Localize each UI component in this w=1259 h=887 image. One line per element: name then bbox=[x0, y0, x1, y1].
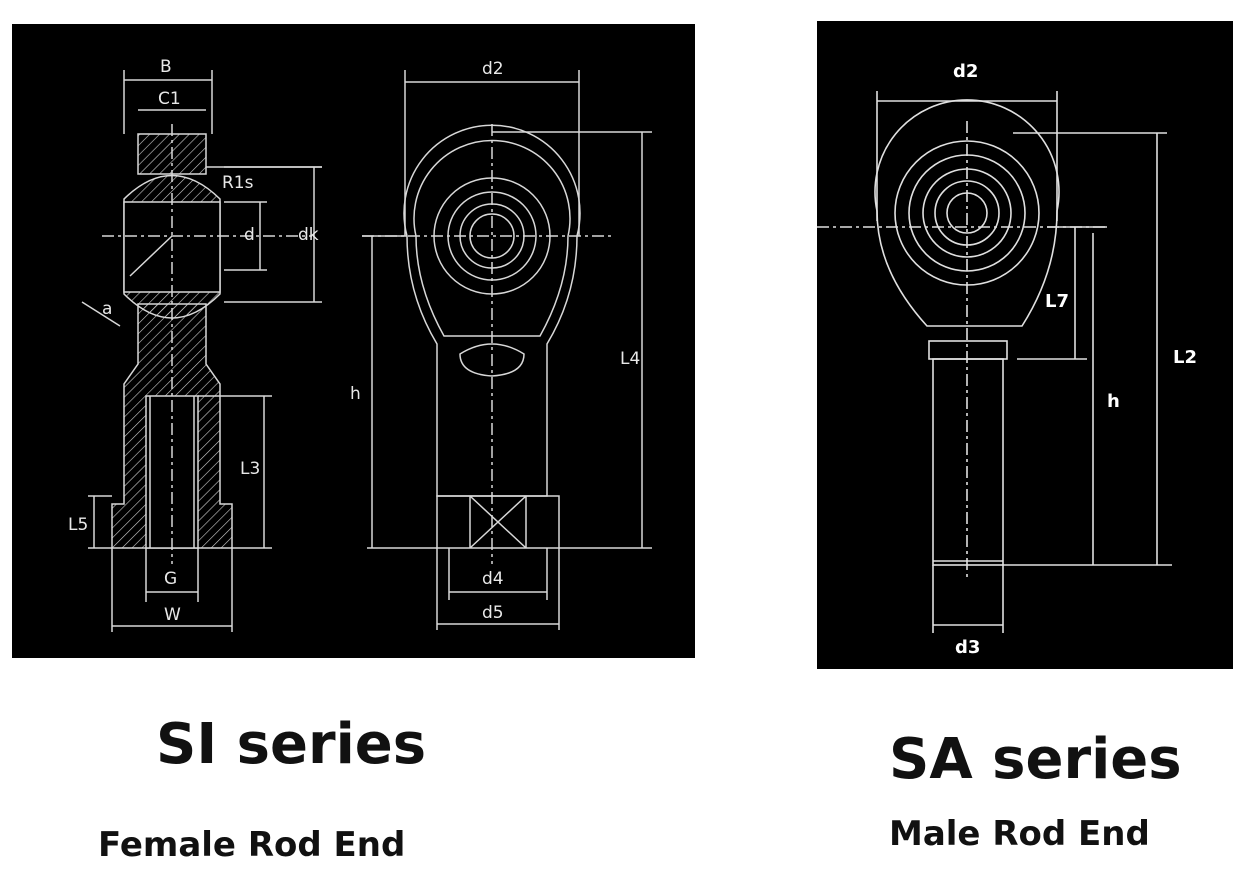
si-side-view bbox=[81, 70, 322, 632]
si-front-view bbox=[362, 70, 652, 630]
label-d2: d2 bbox=[482, 59, 504, 79]
si-drawing-panel: B C1 R1s d dk a L3 L5 G W bbox=[12, 24, 695, 658]
label-g: G bbox=[164, 569, 177, 589]
si-technical-drawing: B C1 R1s d dk a L3 L5 G W bbox=[68, 57, 652, 632]
sa-front-view bbox=[817, 91, 1172, 633]
label-dk: dk bbox=[298, 225, 319, 245]
label-alpha: a bbox=[102, 299, 112, 319]
sa-series-subtitle: Male Rod End bbox=[889, 814, 1150, 854]
label-l3: L3 bbox=[240, 459, 260, 479]
label-sa-l2: L2 bbox=[1173, 347, 1197, 368]
label-l4: L4 bbox=[620, 349, 640, 369]
label-sa-d3: d3 bbox=[955, 637, 980, 658]
label-d: d bbox=[244, 225, 255, 245]
sa-technical-drawing: d2 L7 L2 h d3 bbox=[817, 61, 1197, 658]
si-series-subtitle: Female Rod End bbox=[98, 825, 406, 865]
label-d5: d5 bbox=[482, 603, 504, 623]
label-sa-l7: L7 bbox=[1045, 291, 1069, 312]
label-d4: d4 bbox=[482, 569, 504, 589]
label-c1: C1 bbox=[158, 89, 181, 109]
label-r1s: R1s bbox=[222, 173, 254, 193]
label-sa-d2: d2 bbox=[953, 61, 978, 82]
label-w: W bbox=[164, 605, 181, 625]
sa-drawing-panel: d2 L7 L2 h d3 bbox=[817, 21, 1233, 669]
si-series-title: SI series bbox=[156, 712, 427, 777]
sa-series-title: SA series bbox=[889, 727, 1182, 792]
label-sa-h: h bbox=[1107, 391, 1120, 412]
label-h: h bbox=[350, 384, 361, 404]
label-b: B bbox=[160, 57, 172, 77]
label-l5: L5 bbox=[68, 515, 88, 535]
